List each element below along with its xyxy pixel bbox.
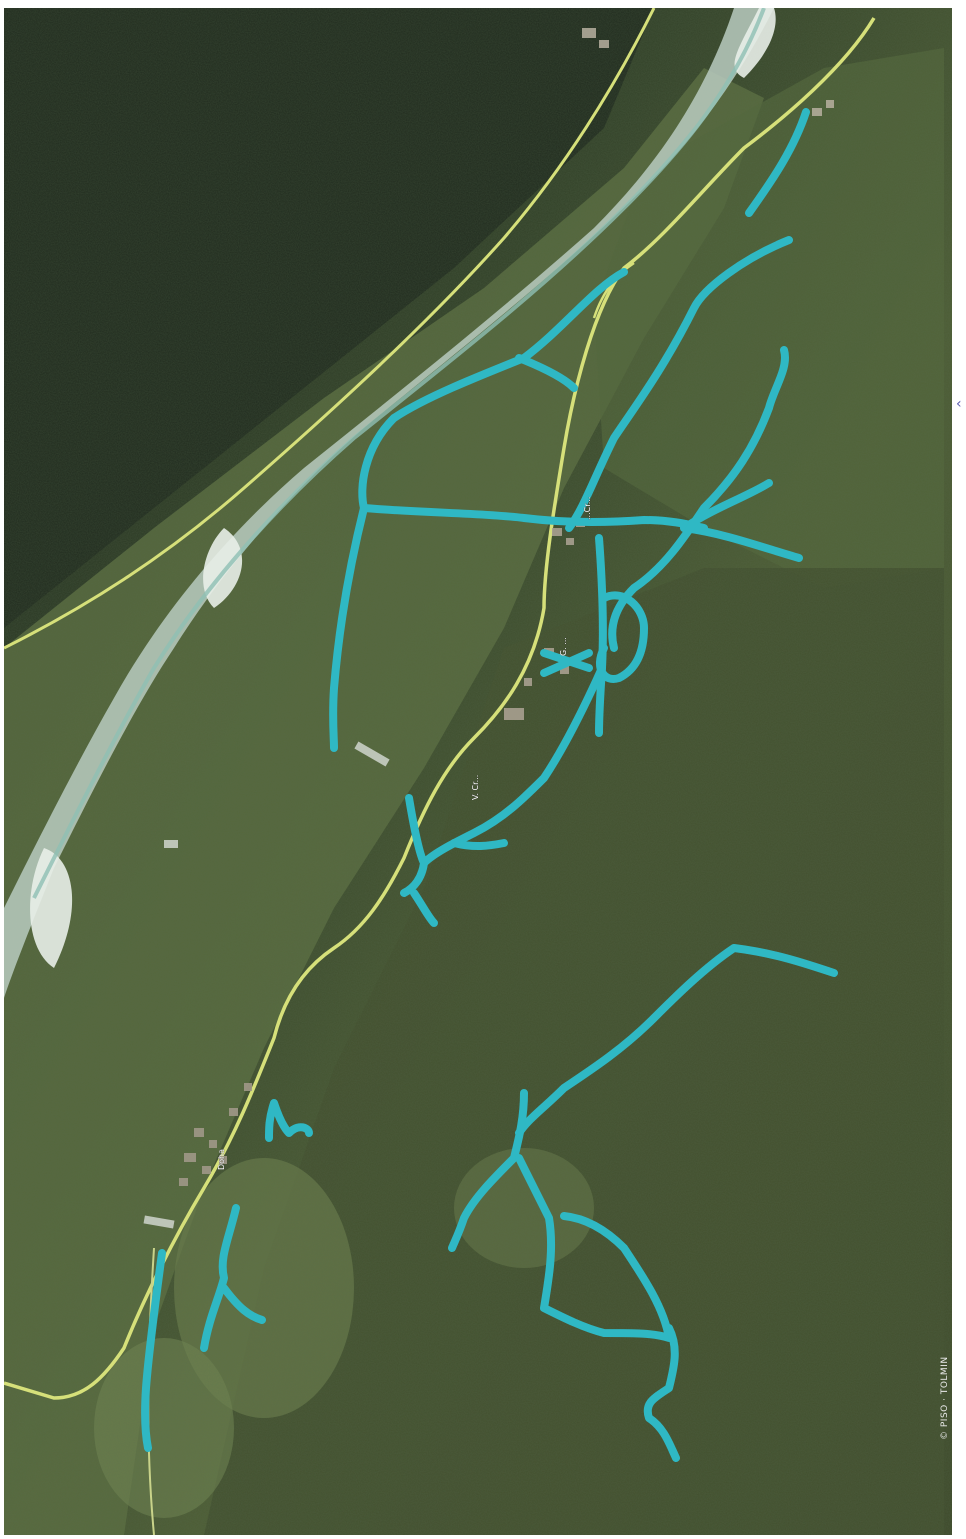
trail-west-long (329, 504, 368, 752)
trail-descent-spur (450, 839, 508, 850)
river-bed (4, 8, 774, 998)
trail-east-fan-1 (680, 524, 803, 562)
trail-fork-down (448, 1089, 528, 1252)
settlement-north (582, 28, 834, 116)
trail-riverside (358, 268, 628, 512)
trail-center-x (540, 649, 593, 677)
trail-doha-upper (265, 1099, 313, 1142)
trail-long-east (515, 944, 838, 1137)
place-label-village-3: V. Cr... (471, 775, 480, 800)
road-valley (4, 17, 876, 1400)
trail-top-right (745, 108, 810, 217)
edge-mark: ‹ (956, 396, 962, 412)
trail-drop-1 (400, 794, 428, 897)
fields-white-patches (143, 741, 390, 1229)
trail-diagonal-east (565, 236, 793, 532)
trail-drop-2 (410, 889, 438, 927)
settlement-doha (179, 1083, 252, 1186)
aerial-map[interactable]: ...Cr... G. ... V. Cr... Doha (4, 8, 952, 1535)
road-main-north (4, 8, 656, 650)
trail-center-vertical (595, 534, 607, 737)
trail-crossing (360, 504, 708, 532)
copyright-notice: © PISO · TOLMIN (940, 1356, 950, 1440)
trail-south-loop (515, 1154, 673, 1342)
map-canvas[interactable]: ...Cr... G. ... V. Cr... Doha (4, 8, 952, 1535)
place-label-village-1: Doha (217, 1149, 226, 1170)
trail-south-tail (643, 1324, 680, 1462)
place-label-village-2: G. ... (559, 637, 568, 656)
terrain-texture (4, 8, 952, 1535)
trail-doha-lower (200, 1204, 266, 1352)
trail-network (141, 108, 838, 1462)
trail-riverside-spur (515, 354, 578, 392)
place-label-village-4: ...Cr... (583, 497, 592, 520)
river-water (32, 8, 766, 899)
trail-southwest (141, 1249, 166, 1452)
